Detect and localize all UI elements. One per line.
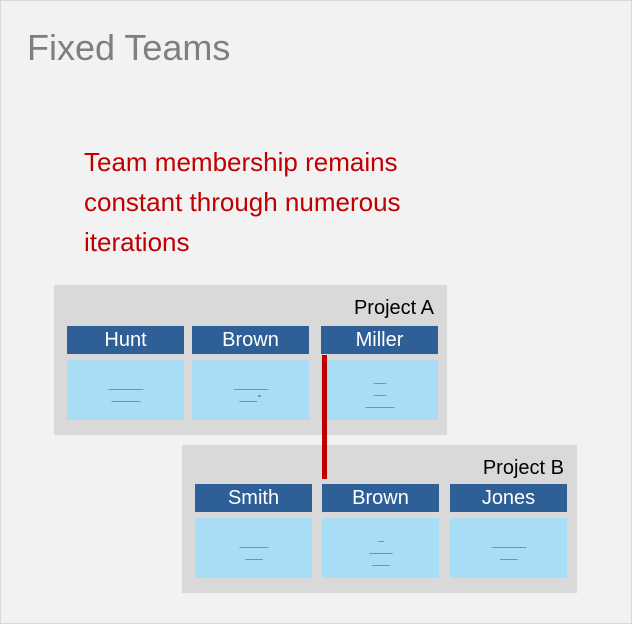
member-name: Brown [192,326,309,354]
member-name: Brown [322,484,439,512]
card-line: __ [373,371,386,384]
card-line: _____ [239,535,268,548]
description-text: Team membership remains constant through… [84,147,401,257]
card-line: ___ [372,553,390,566]
card-line: _ [377,529,385,542]
card-line: ___- [239,389,262,402]
member-jones: Jones ______ ___ [450,484,567,578]
card-line: ___ [500,547,518,560]
card-line: ____ [369,541,392,554]
card-line: ______ [233,377,269,390]
project-a-label: Project A [353,297,434,319]
member-card: ______ _____ [67,360,184,420]
member-brown: Brown ______ ___- [192,326,309,420]
card-line: ___ [245,547,263,560]
card-line: ______ [108,377,144,390]
member-name: Miller [321,326,438,354]
card-line: _____ [111,389,140,402]
card-line: __ [373,383,386,396]
member-name: Hunt [67,326,184,354]
member-brown: Brown _ ____ ___ [322,484,439,578]
project-b-panel: Project B Smith _____ ___ Brown _ ____ _… [182,445,577,593]
member-name: Smith [195,484,312,512]
member-smith: Smith _____ ___ [195,484,312,578]
project-b-label: Project B [482,457,564,479]
card-line: _____ [365,395,394,408]
member-name: Jones [450,484,567,512]
card-line: ______ [491,535,527,548]
member-hunt: Hunt ______ _____ [67,326,184,420]
member-miller: Miller __ __ _____ [321,326,438,420]
member-card: ______ ___ [450,518,567,578]
member-card: __ __ _____ [321,360,438,420]
member-card: _ ____ ___ [322,518,439,578]
member-card: ______ ___- [192,360,309,420]
member-card: _____ ___ [195,518,312,578]
slide-title: Fixed Teams [27,27,231,68]
project-a-panel: Project A Hunt ______ _____ Brown ______… [54,285,447,435]
brown-connector-line [322,355,327,479]
